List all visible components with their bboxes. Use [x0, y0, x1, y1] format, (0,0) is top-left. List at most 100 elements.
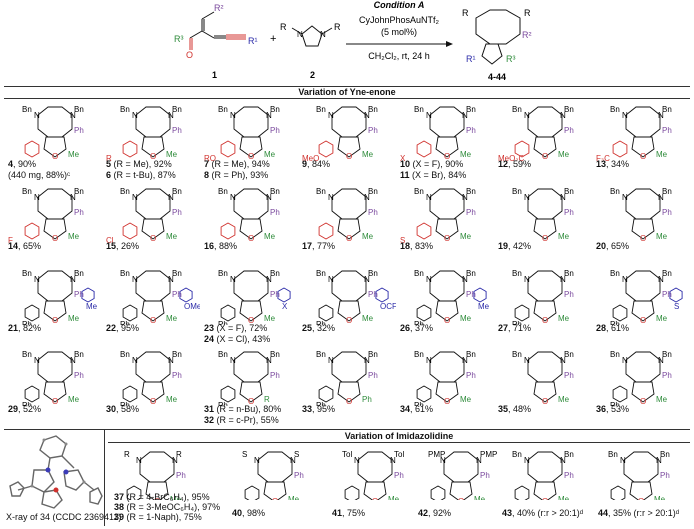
n-label: N [658, 275, 664, 284]
substituent-label: S [400, 236, 405, 243]
o-label: O [640, 397, 646, 406]
furan-ring [533, 136, 557, 158]
n-label: N [230, 193, 236, 202]
n-substituent-label: Bn [512, 450, 522, 459]
compound-yield: 28, 61% [596, 323, 629, 334]
n-label: N [622, 356, 628, 365]
diazocine-ring [357, 451, 393, 483]
arene-ring [318, 385, 334, 403]
phenyl-label: Ph [564, 290, 574, 299]
compound-yield: 14, 65% [8, 241, 41, 252]
yield-text: , 32% [312, 323, 336, 333]
n-substituent-label: Bn [414, 105, 424, 114]
compound-number: 43 [502, 508, 513, 518]
phenyl-label: Ph [270, 126, 280, 135]
reagent-1-id: 1 [212, 70, 217, 80]
n-substituent-label: Bn [218, 350, 228, 359]
yield-text: (R = t-Bu), 87% [111, 170, 176, 180]
compound-number: 29 [8, 404, 19, 414]
yield-text: (R = n-Bu), 80% [214, 404, 282, 414]
n-label: N [34, 356, 40, 365]
compound-yield: 36, 53% [596, 404, 629, 415]
compound-yield: 43, 40% (r:r > 20:1)ᵈ [502, 508, 583, 519]
xray-caption: X-ray of 34 (CCDC 2369411) [6, 512, 122, 522]
substituent-label: MeO₂C [498, 154, 524, 161]
phenyl-label: Ph [176, 471, 186, 480]
diazocine-ring [625, 188, 661, 220]
o-label: O [346, 234, 352, 243]
furan-ring [435, 300, 459, 322]
compound-number: 12 [498, 159, 509, 169]
diazocine-ring [37, 270, 73, 302]
compound-number: 32 [204, 415, 215, 425]
diazocine-ring [625, 351, 661, 383]
yield-text: , 53% [606, 404, 630, 414]
furan-ring [239, 300, 263, 322]
furan-ring [141, 381, 165, 403]
compound-yield: 16, 88% [204, 241, 237, 252]
compound-yield: 15, 26% [106, 241, 139, 252]
n-substituent-label: Bn [608, 450, 618, 459]
compound-number: 22 [106, 323, 117, 333]
methyl-label: Me [362, 150, 374, 159]
diazocine-ring [625, 270, 661, 302]
compound-yield: 17, 77% [302, 241, 335, 252]
yield-text: , 61% [410, 404, 434, 414]
compound-number: 38 [114, 502, 125, 512]
arene-ring [81, 287, 95, 303]
methyl-label: Me [656, 150, 668, 159]
arene-ring [277, 287, 291, 303]
compound-entry: NNOBnBnPhMePh43, 40% (r:r > 20:1)ᵈ [500, 446, 596, 526]
n-substituent-label: Bn [22, 105, 32, 114]
o-label: O [640, 316, 646, 325]
arene-ring [24, 304, 40, 322]
diazocine-ring [443, 451, 479, 483]
yield-text: (X = Cl), 43% [214, 334, 271, 344]
n-label: N [426, 356, 432, 365]
o-label: O [638, 497, 644, 500]
n-label: N [476, 456, 482, 465]
n-substituent-label: Bn [512, 105, 522, 114]
o-label: O [186, 50, 193, 60]
arene-ring [416, 140, 432, 158]
n-label: N [254, 456, 260, 465]
n-substituent-label: Bn [316, 187, 326, 196]
arene-ring [473, 287, 487, 303]
furan-ring [239, 136, 263, 158]
divider [4, 98, 690, 99]
phenyl-label: Ph [74, 208, 84, 217]
compound-yield: 38 (R = 3-MeOC₆H₄), 97% [114, 502, 220, 513]
scheme-graphic: R³ O R² R¹ 1 + R R N N 2 Condition A CyJ… [174, 0, 532, 82]
yield-text: (X = Br), 84% [409, 170, 467, 180]
compound-number: 23 [204, 323, 215, 333]
n-label: N [658, 356, 664, 365]
arene-ring [122, 222, 138, 240]
n-substituent-label: Bn [662, 350, 672, 359]
yield-text: , 92% [428, 508, 452, 518]
yield-text: , 58% [116, 404, 140, 414]
n-substituent-label: Bn [172, 269, 182, 278]
yield-text: , 65% [606, 241, 630, 251]
phenyl-label: Ph [394, 471, 404, 480]
n-label: N [230, 356, 236, 365]
n-substituent-label: Bn [610, 350, 620, 359]
yield-text: (R = 1-Naph), 75% [124, 512, 202, 522]
o-label: O [150, 316, 156, 325]
arene-ring [220, 222, 236, 240]
phenyl-label: Ph [564, 126, 574, 135]
o-label: O [458, 497, 464, 500]
methyl-label: Me [68, 150, 80, 159]
n-label: N [320, 30, 326, 39]
divider [108, 442, 690, 443]
arene-ring [612, 385, 628, 403]
methyl-label: Me [558, 495, 570, 500]
n-label: N [290, 456, 296, 465]
o-label: O [150, 152, 156, 161]
